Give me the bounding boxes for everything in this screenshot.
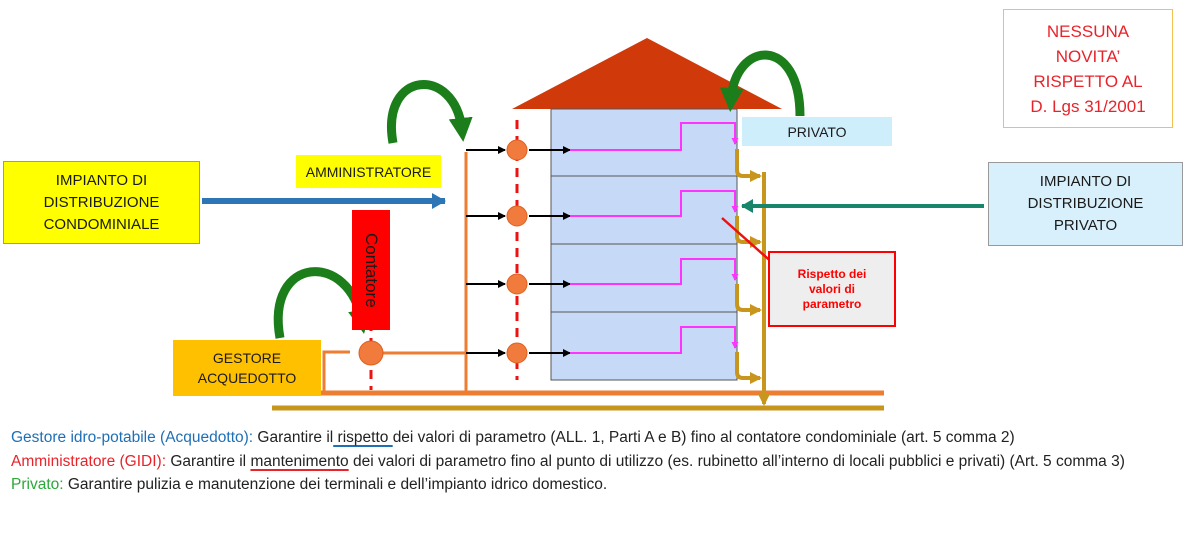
- legend-text: dei valori di parametro fino al punto di…: [348, 452, 1125, 470]
- no-news-note: NESSUNA NOVITA’ RISPETTO AL D. Lgs 31/20…: [1003, 9, 1173, 128]
- legend-keyword-mantenimento: mantenimento: [250, 452, 349, 470]
- responsibility-legend: Gestore idro-potabile (Acquedotto): Gara…: [11, 426, 1183, 497]
- legend-text: Garantire pulizia e manutenzione dei ter…: [63, 476, 608, 493]
- legend-line-privato: Privato: Garantire pulizia e manutenzion…: [11, 473, 1183, 497]
- legend-text: dei valori di parametro (ALL. 1, Parti A…: [392, 429, 1015, 446]
- building-roof: [512, 38, 782, 109]
- legend-keyword-rispetto: rispetto: [333, 429, 393, 446]
- supply-pipes: [322, 152, 468, 395]
- legend-role-privato: Privato:: [11, 476, 64, 493]
- parameter-compliance-label: Rispetto dei valori di parametro: [768, 251, 896, 327]
- red-slash-mark: [721, 217, 776, 266]
- building-floors: [550, 108, 738, 381]
- private-distribution-label: IMPIANTO DI DISTRIBUZIONE PRIVATO: [988, 162, 1183, 246]
- condominium-distribution-label: IMPIANTO DI DISTRIBUZIONE CONDOMINIALE: [3, 161, 200, 244]
- aqueduct-manager-label: GESTORE ACQUEDOTTO: [173, 340, 321, 396]
- internal-pipes: [570, 122, 739, 354]
- administrator-label: AMMINISTRATORE: [296, 155, 441, 188]
- legend-text: Garantire il: [253, 429, 334, 446]
- legend-role-amministratore: Amministratore (GIDI):: [11, 452, 167, 470]
- drain-pipes: [735, 149, 770, 406]
- legend-line-amministratore: Amministratore (GIDI): Garantire il mant…: [11, 450, 1183, 474]
- legend-line-gestore: Gestore idro-potabile (Acquedotto): Gara…: [11, 426, 1183, 450]
- legend-role-gestore: Gestore idro-potabile (Acquedotto):: [11, 429, 254, 446]
- private-label: PRIVATO: [742, 117, 892, 146]
- water-meter-label: Contatore: [352, 210, 390, 330]
- distribution-arrows: [466, 146, 571, 357]
- water-distribution-diagram: [202, 38, 984, 411]
- legend-text: Garantire il: [166, 452, 251, 470]
- water-meter-text: Contatore: [362, 232, 381, 308]
- valves: [358, 139, 528, 366]
